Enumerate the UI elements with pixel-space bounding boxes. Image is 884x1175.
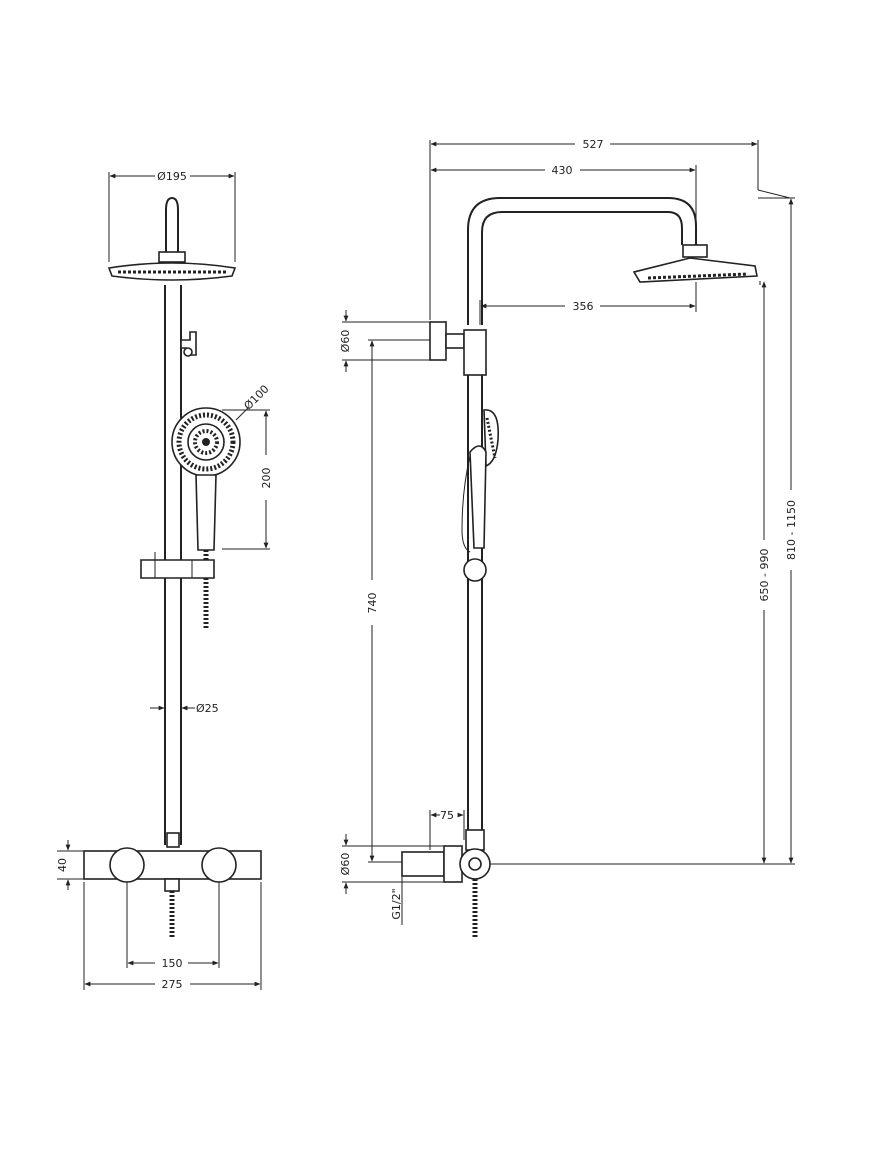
side-handset-handle <box>469 445 487 549</box>
side-rail-coupling <box>465 829 485 851</box>
dim-bracket-diameter: Ø60 <box>339 330 352 353</box>
dim-handset-length: 200 <box>260 468 273 489</box>
shower-head-front <box>107 262 237 281</box>
side-shower-head <box>632 257 758 283</box>
handset-front <box>171 407 241 551</box>
side-inlet-elbow <box>401 851 445 877</box>
side-slider-knob <box>463 558 487 582</box>
wall-bracket <box>429 321 447 361</box>
dim-handset-diameter: Ø100 <box>241 382 271 412</box>
handset-handle <box>195 474 217 551</box>
side-view: 527 430 356 Ø60 <box>339 138 798 938</box>
side-shower-arm <box>467 197 697 325</box>
dim-head-to-riser: 356 <box>573 300 594 313</box>
dim-inlet-thread: G1/2" <box>390 888 403 919</box>
rail-coupling <box>166 832 180 848</box>
dim-inlet-diameter: Ø60 <box>339 853 352 876</box>
bracket-arm <box>445 333 465 349</box>
diverter-knob <box>180 331 197 356</box>
riser-joint <box>463 329 487 376</box>
valve-handle-right <box>201 847 237 883</box>
head-connector <box>158 251 186 263</box>
side-head-connector <box>682 244 708 258</box>
dim-head-height: 650 - 990 <box>758 549 771 602</box>
dim-overall-projection: 527 <box>583 138 604 151</box>
dim-arm-projection: 430 <box>552 164 573 177</box>
dim-inlet-centres: 150 <box>162 957 183 970</box>
dim-valve-height: 40 <box>56 858 69 872</box>
shower-arm <box>165 196 179 252</box>
dim-valve-width: 275 <box>162 978 183 991</box>
dim-overall-height: 810 - 1150 <box>785 500 798 560</box>
dim-outlet-offset: 75 <box>440 809 454 822</box>
dim-riser-diameter: Ø25 <box>196 702 219 715</box>
valve-handle-left <box>109 847 145 883</box>
dim-head-diameter: Ø195 <box>157 170 187 183</box>
dim-riser-length: 740 <box>366 593 379 614</box>
front-view: Ø195 200 Ø100 <box>56 170 273 991</box>
slider-bracket <box>140 559 215 579</box>
valve-outlet <box>164 878 180 892</box>
